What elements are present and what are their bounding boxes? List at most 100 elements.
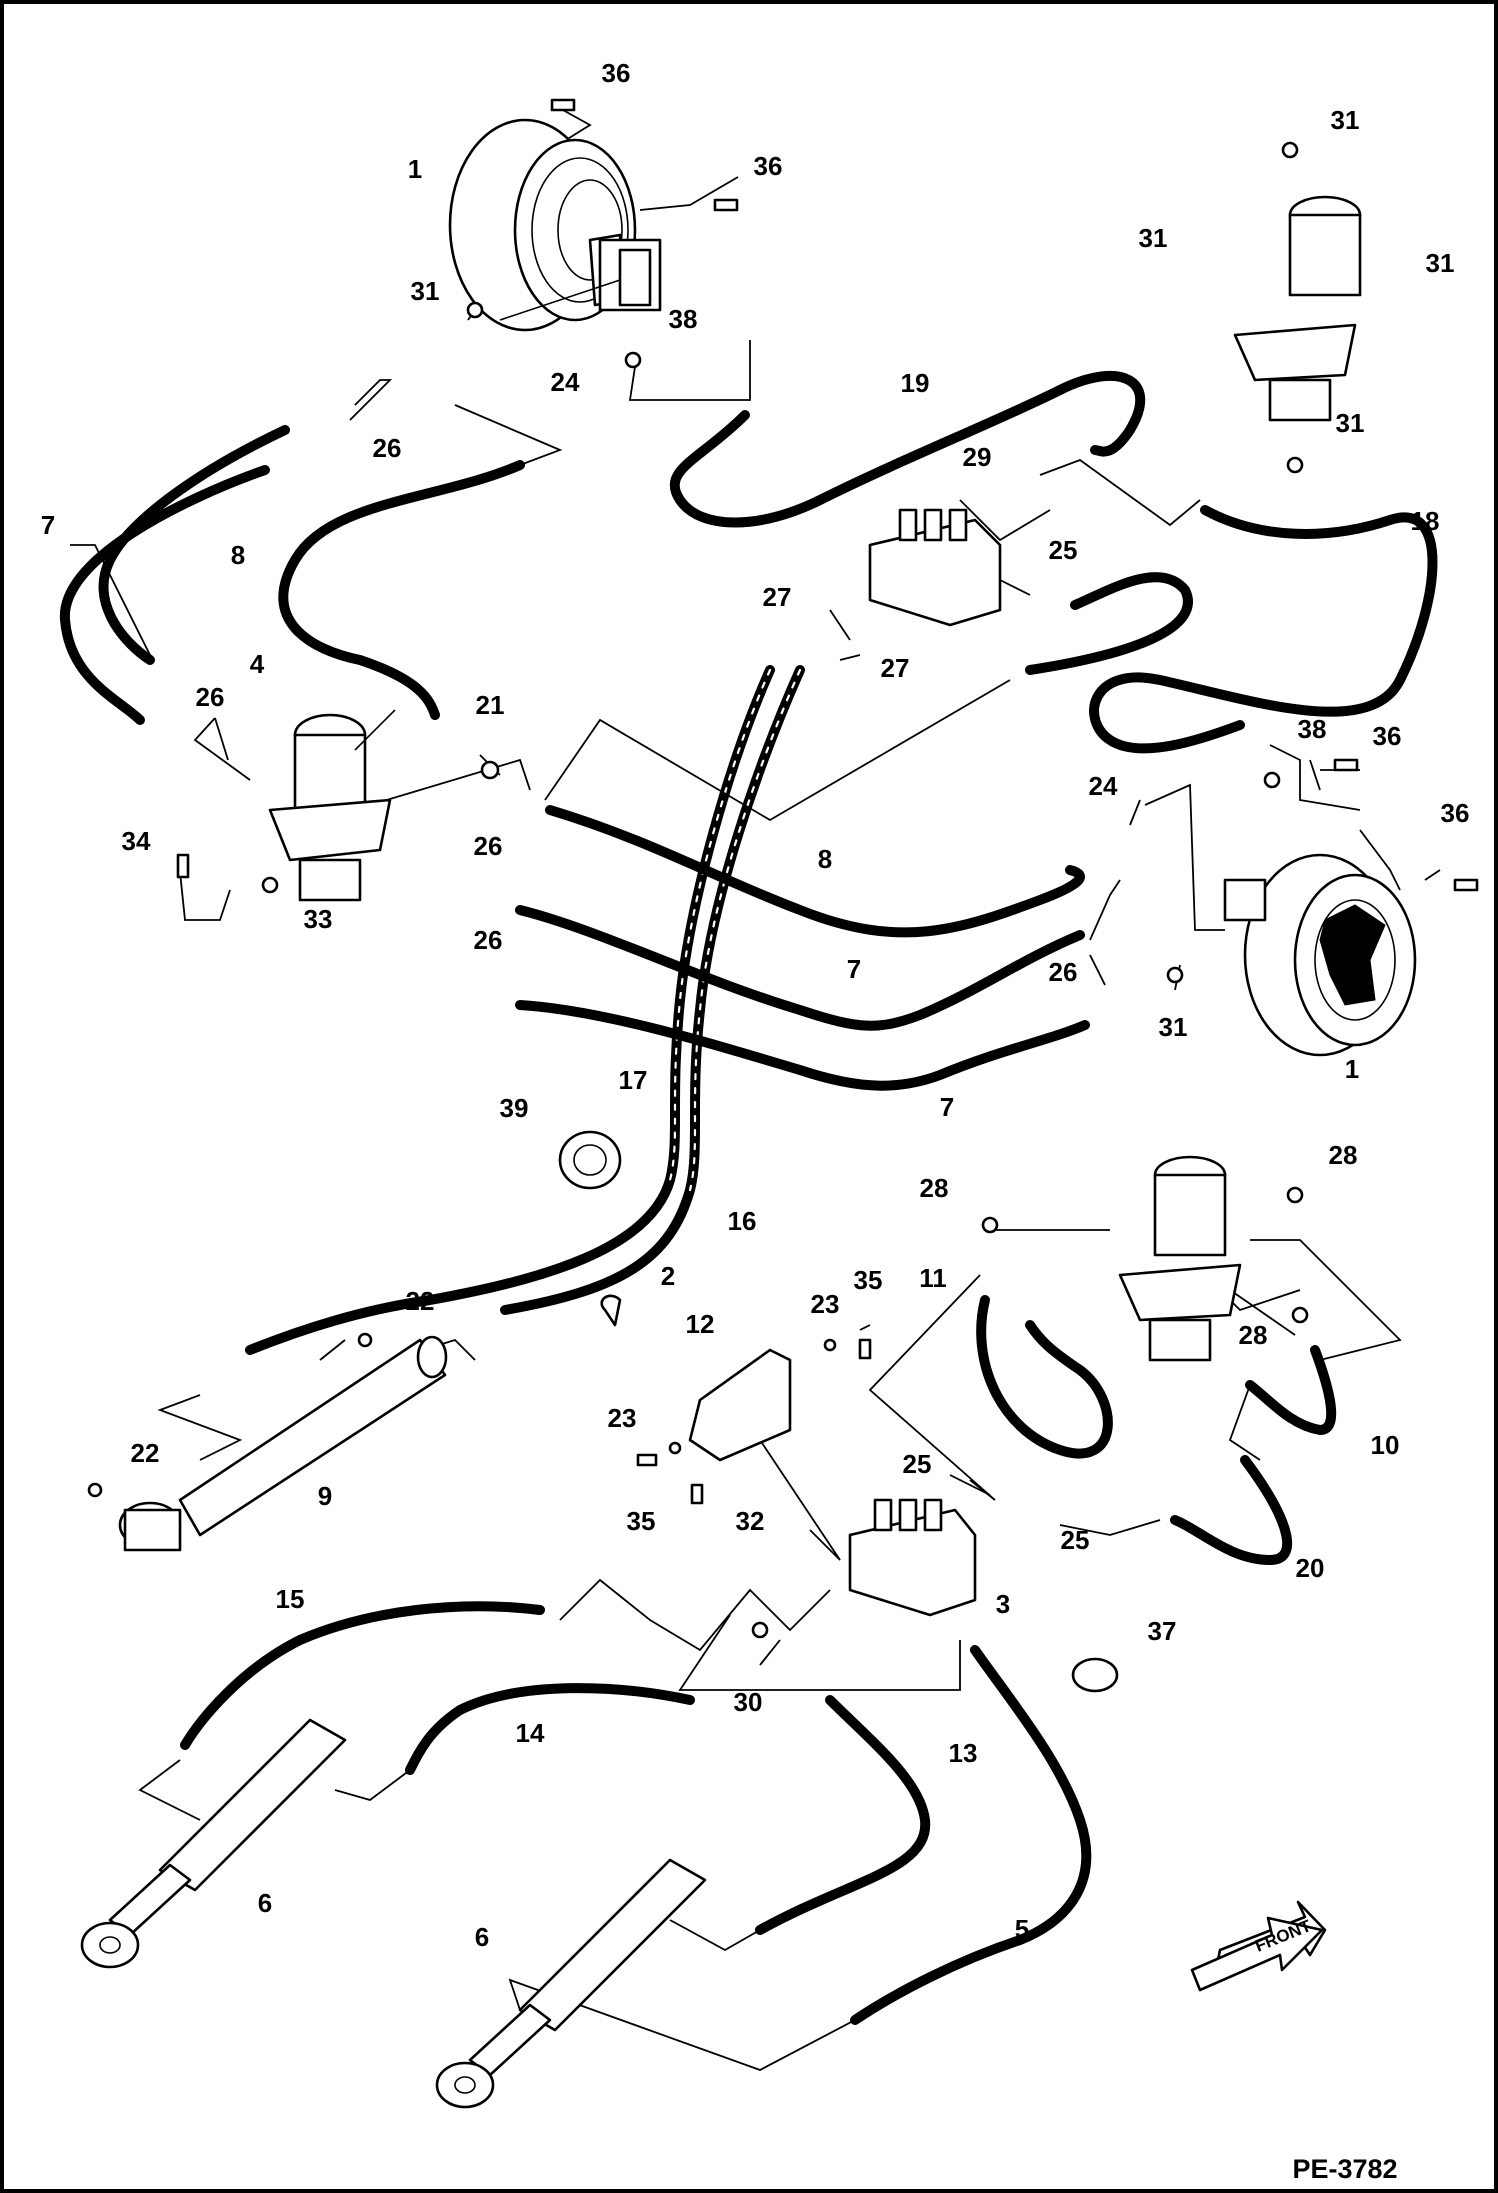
callout-label: 1 xyxy=(1345,1054,1359,1084)
callout-label: 38 xyxy=(1298,714,1327,744)
swivel-valve-upper-right xyxy=(1233,195,1362,422)
leader-lines xyxy=(70,108,1441,2071)
swivel-valve-lower-right xyxy=(1118,1155,1242,1362)
callout-label: 24 xyxy=(551,367,580,397)
small-parts xyxy=(87,98,1479,1693)
callout-label: 10 xyxy=(1371,1430,1400,1460)
callout-label: 36 xyxy=(1373,721,1402,751)
screw-35-left xyxy=(636,1453,658,1467)
hose-15 xyxy=(180,1601,545,1750)
front-arrow: FRONT xyxy=(1190,1900,1327,1992)
callout-label: 26 xyxy=(474,831,503,861)
callout-label: 8 xyxy=(231,540,245,570)
callout-label: 15 xyxy=(276,1584,305,1614)
callout-label: 32 xyxy=(736,1506,765,1536)
hose-11 xyxy=(976,1295,1113,1459)
front-arrow-shape xyxy=(1190,1916,1324,1992)
callout-label: 33 xyxy=(304,904,333,934)
hose-8-upper xyxy=(278,460,525,720)
bolt-36-top-right xyxy=(713,198,739,212)
hose-8-lower xyxy=(545,805,1085,938)
drive-motor-right xyxy=(1223,853,1417,1057)
hose-18 xyxy=(1089,505,1438,754)
callout-label: 18 xyxy=(1411,506,1440,536)
nut-33 xyxy=(261,876,279,894)
callout-label: 17 xyxy=(619,1065,648,1095)
washer-23-top xyxy=(823,1338,837,1352)
screw-35-top xyxy=(858,1338,872,1360)
callout-label: 30 xyxy=(734,1687,763,1717)
hose-20 xyxy=(1170,1455,1293,1565)
callout-label: 12 xyxy=(686,1309,715,1339)
callout-label: 35 xyxy=(854,1265,883,1295)
callout-label: 28 xyxy=(1239,1320,1268,1350)
callout-label: 7 xyxy=(41,510,55,540)
fitting-38-right xyxy=(1263,771,1281,789)
fitting-30 xyxy=(751,1621,769,1639)
callout-label: 26 xyxy=(1049,957,1078,987)
callout-label: 25 xyxy=(1061,1525,1090,1555)
hoses xyxy=(59,371,1438,2025)
elbow-28-left xyxy=(981,1216,999,1234)
hose-14 xyxy=(405,1683,695,1775)
elbow-28-lower xyxy=(1291,1306,1309,1324)
callout-label: 7 xyxy=(940,1092,954,1122)
callout-label: 23 xyxy=(608,1403,637,1433)
callout-label: 20 xyxy=(1296,1553,1325,1583)
nut-31-upper-right xyxy=(1281,141,1299,159)
elbow-28-right xyxy=(1286,1186,1304,1204)
swivel-valve-left xyxy=(268,709,396,902)
bolt-36-top xyxy=(550,98,576,112)
callout-label: 31 xyxy=(1139,223,1168,253)
cylinder-6-right xyxy=(435,1858,707,2109)
callout-label: 27 xyxy=(881,653,910,683)
nut-31-motor-right xyxy=(1166,966,1184,984)
hose-7-left-b xyxy=(59,465,270,725)
callout-label: 14 xyxy=(516,1718,545,1748)
callout-label: 29 xyxy=(963,442,992,472)
callout-label: 7 xyxy=(847,954,861,984)
callout-label: 36 xyxy=(602,58,631,88)
callout-label: 23 xyxy=(811,1289,840,1319)
callout-label: 8 xyxy=(818,844,832,874)
callout-label: 13 xyxy=(949,1738,978,1768)
callout-label: 31 xyxy=(411,276,440,306)
callout-label: 28 xyxy=(920,1173,949,1203)
callout-label: 19 xyxy=(901,368,930,398)
fitting-22-left xyxy=(87,1482,103,1498)
callout-label: 6 xyxy=(475,1922,489,1952)
callout-label: 28 xyxy=(1329,1140,1358,1170)
callout-labels: 1123456677788910111213141516171819202122… xyxy=(41,58,1470,1952)
callout-label: 26 xyxy=(474,925,503,955)
callout-label: 11 xyxy=(919,1263,947,1293)
control-valve-upper xyxy=(868,508,1002,627)
callout-label: 1 xyxy=(408,154,422,184)
callout-label: 27 xyxy=(763,582,792,612)
fitting-22-top xyxy=(357,1332,373,1348)
callout-label: 38 xyxy=(669,304,698,334)
callout-label: 21 xyxy=(476,690,505,720)
callout-label: 4 xyxy=(250,649,265,679)
nut-31-lower-right xyxy=(1286,456,1304,474)
callout-label: 26 xyxy=(373,433,402,463)
seal-39 xyxy=(558,1130,622,1190)
mounting-bracket xyxy=(688,1348,792,1462)
tee-21 xyxy=(480,760,500,780)
control-valve-lower xyxy=(848,1498,977,1617)
cylinder-9 xyxy=(118,1335,448,1552)
clip-2 xyxy=(600,1294,622,1327)
callout-label: 22 xyxy=(131,1438,160,1468)
callout-label: 25 xyxy=(1049,535,1078,565)
washer-23-left xyxy=(668,1441,682,1455)
document-code: PE-3782 xyxy=(1292,2154,1397,2184)
callout-label: 36 xyxy=(754,151,783,181)
hose-7-mid xyxy=(515,905,1085,1031)
drive-motor-top xyxy=(448,118,662,332)
hose-13 xyxy=(755,1695,931,1935)
bolt-36-right-upper xyxy=(1333,758,1359,772)
callout-label: 26 xyxy=(196,682,225,712)
nut-31-top xyxy=(466,301,484,319)
callout-label: 37 xyxy=(1148,1616,1177,1646)
